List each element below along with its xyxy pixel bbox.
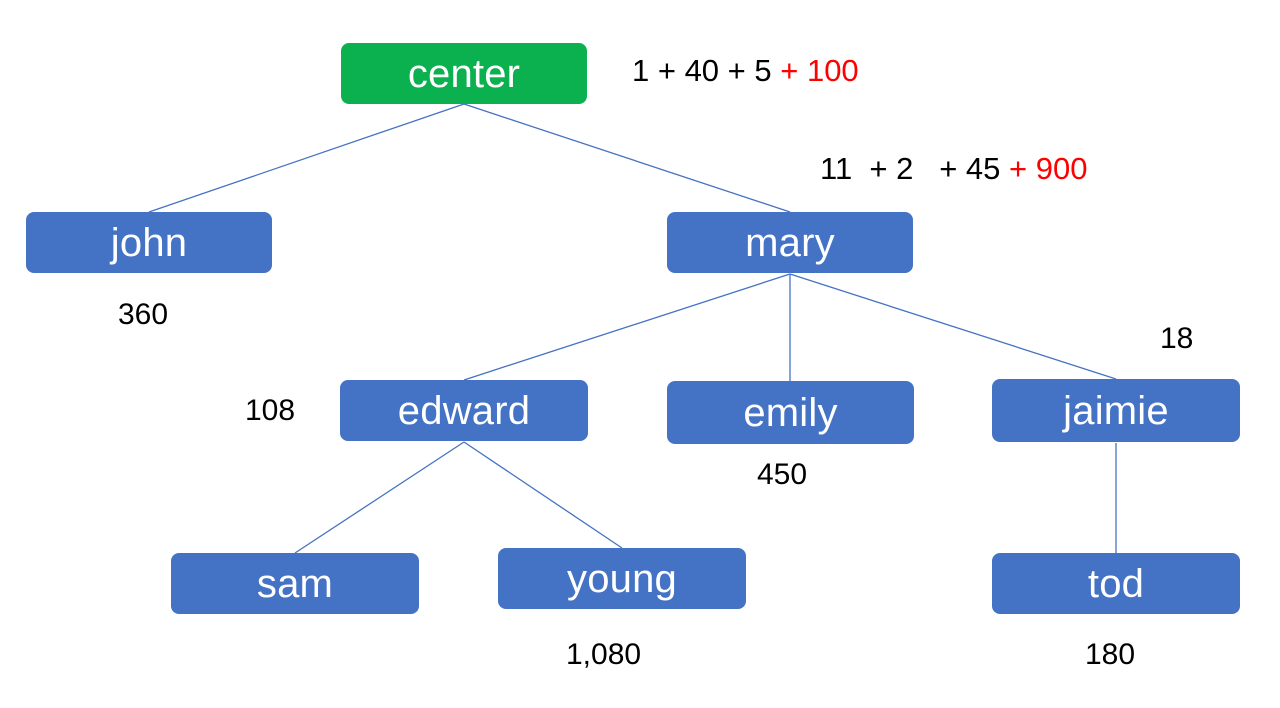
- node-center[interactable]: center: [341, 43, 587, 104]
- edge-center-mary: [463, 103, 791, 213]
- jaimie-value: 18: [1160, 322, 1194, 355]
- node-john[interactable]: john: [26, 212, 272, 273]
- node-label-jaimie: jaimie: [1063, 388, 1169, 433]
- node-sam[interactable]: sam: [171, 553, 419, 614]
- edge-edward-sam: [294, 441, 465, 554]
- center-sum: 1 + 40 + 5 + 100: [632, 55, 859, 86]
- node-label-tod: tod: [1087, 561, 1145, 606]
- mary-sum: 11 + 2 + 45 + 900: [820, 153, 1087, 184]
- node-label-emily: emily: [743, 390, 838, 435]
- tod-value: 180: [1085, 638, 1136, 671]
- node-label-mary: mary: [745, 220, 835, 265]
- node-mary[interactable]: mary: [667, 212, 913, 273]
- center-sum-black-run: 1 + 40 + 5: [632, 53, 781, 88]
- edge-center-john: [148, 103, 465, 213]
- node-label-young: young: [567, 556, 677, 601]
- node-emily[interactable]: emily: [667, 381, 914, 444]
- center-sum-red-run: + 100: [780, 53, 859, 88]
- node-young[interactable]: young: [498, 548, 746, 609]
- node-label-john: john: [110, 220, 188, 265]
- emily-value: 450: [757, 458, 808, 491]
- mary-sum-black-run: 11 + 2 + 45: [820, 151, 1010, 186]
- node-label-sam: sam: [256, 561, 334, 606]
- node-label-edward: edward: [397, 388, 531, 433]
- edge-mary-jaimie: [789, 273, 1117, 380]
- node-tod[interactable]: tod: [992, 553, 1240, 614]
- node-jaimie[interactable]: jaimie: [992, 379, 1240, 442]
- edward-value: 108: [245, 394, 296, 427]
- edge-mary-edward: [463, 273, 791, 381]
- node-edward[interactable]: edward: [340, 380, 588, 441]
- young-value: 1,080: [566, 638, 642, 671]
- node-label-center: center: [407, 51, 521, 96]
- john-value: 360: [118, 298, 169, 331]
- mary-sum-red-run: + 900: [1009, 151, 1088, 186]
- edge-edward-young: [463, 441, 623, 549]
